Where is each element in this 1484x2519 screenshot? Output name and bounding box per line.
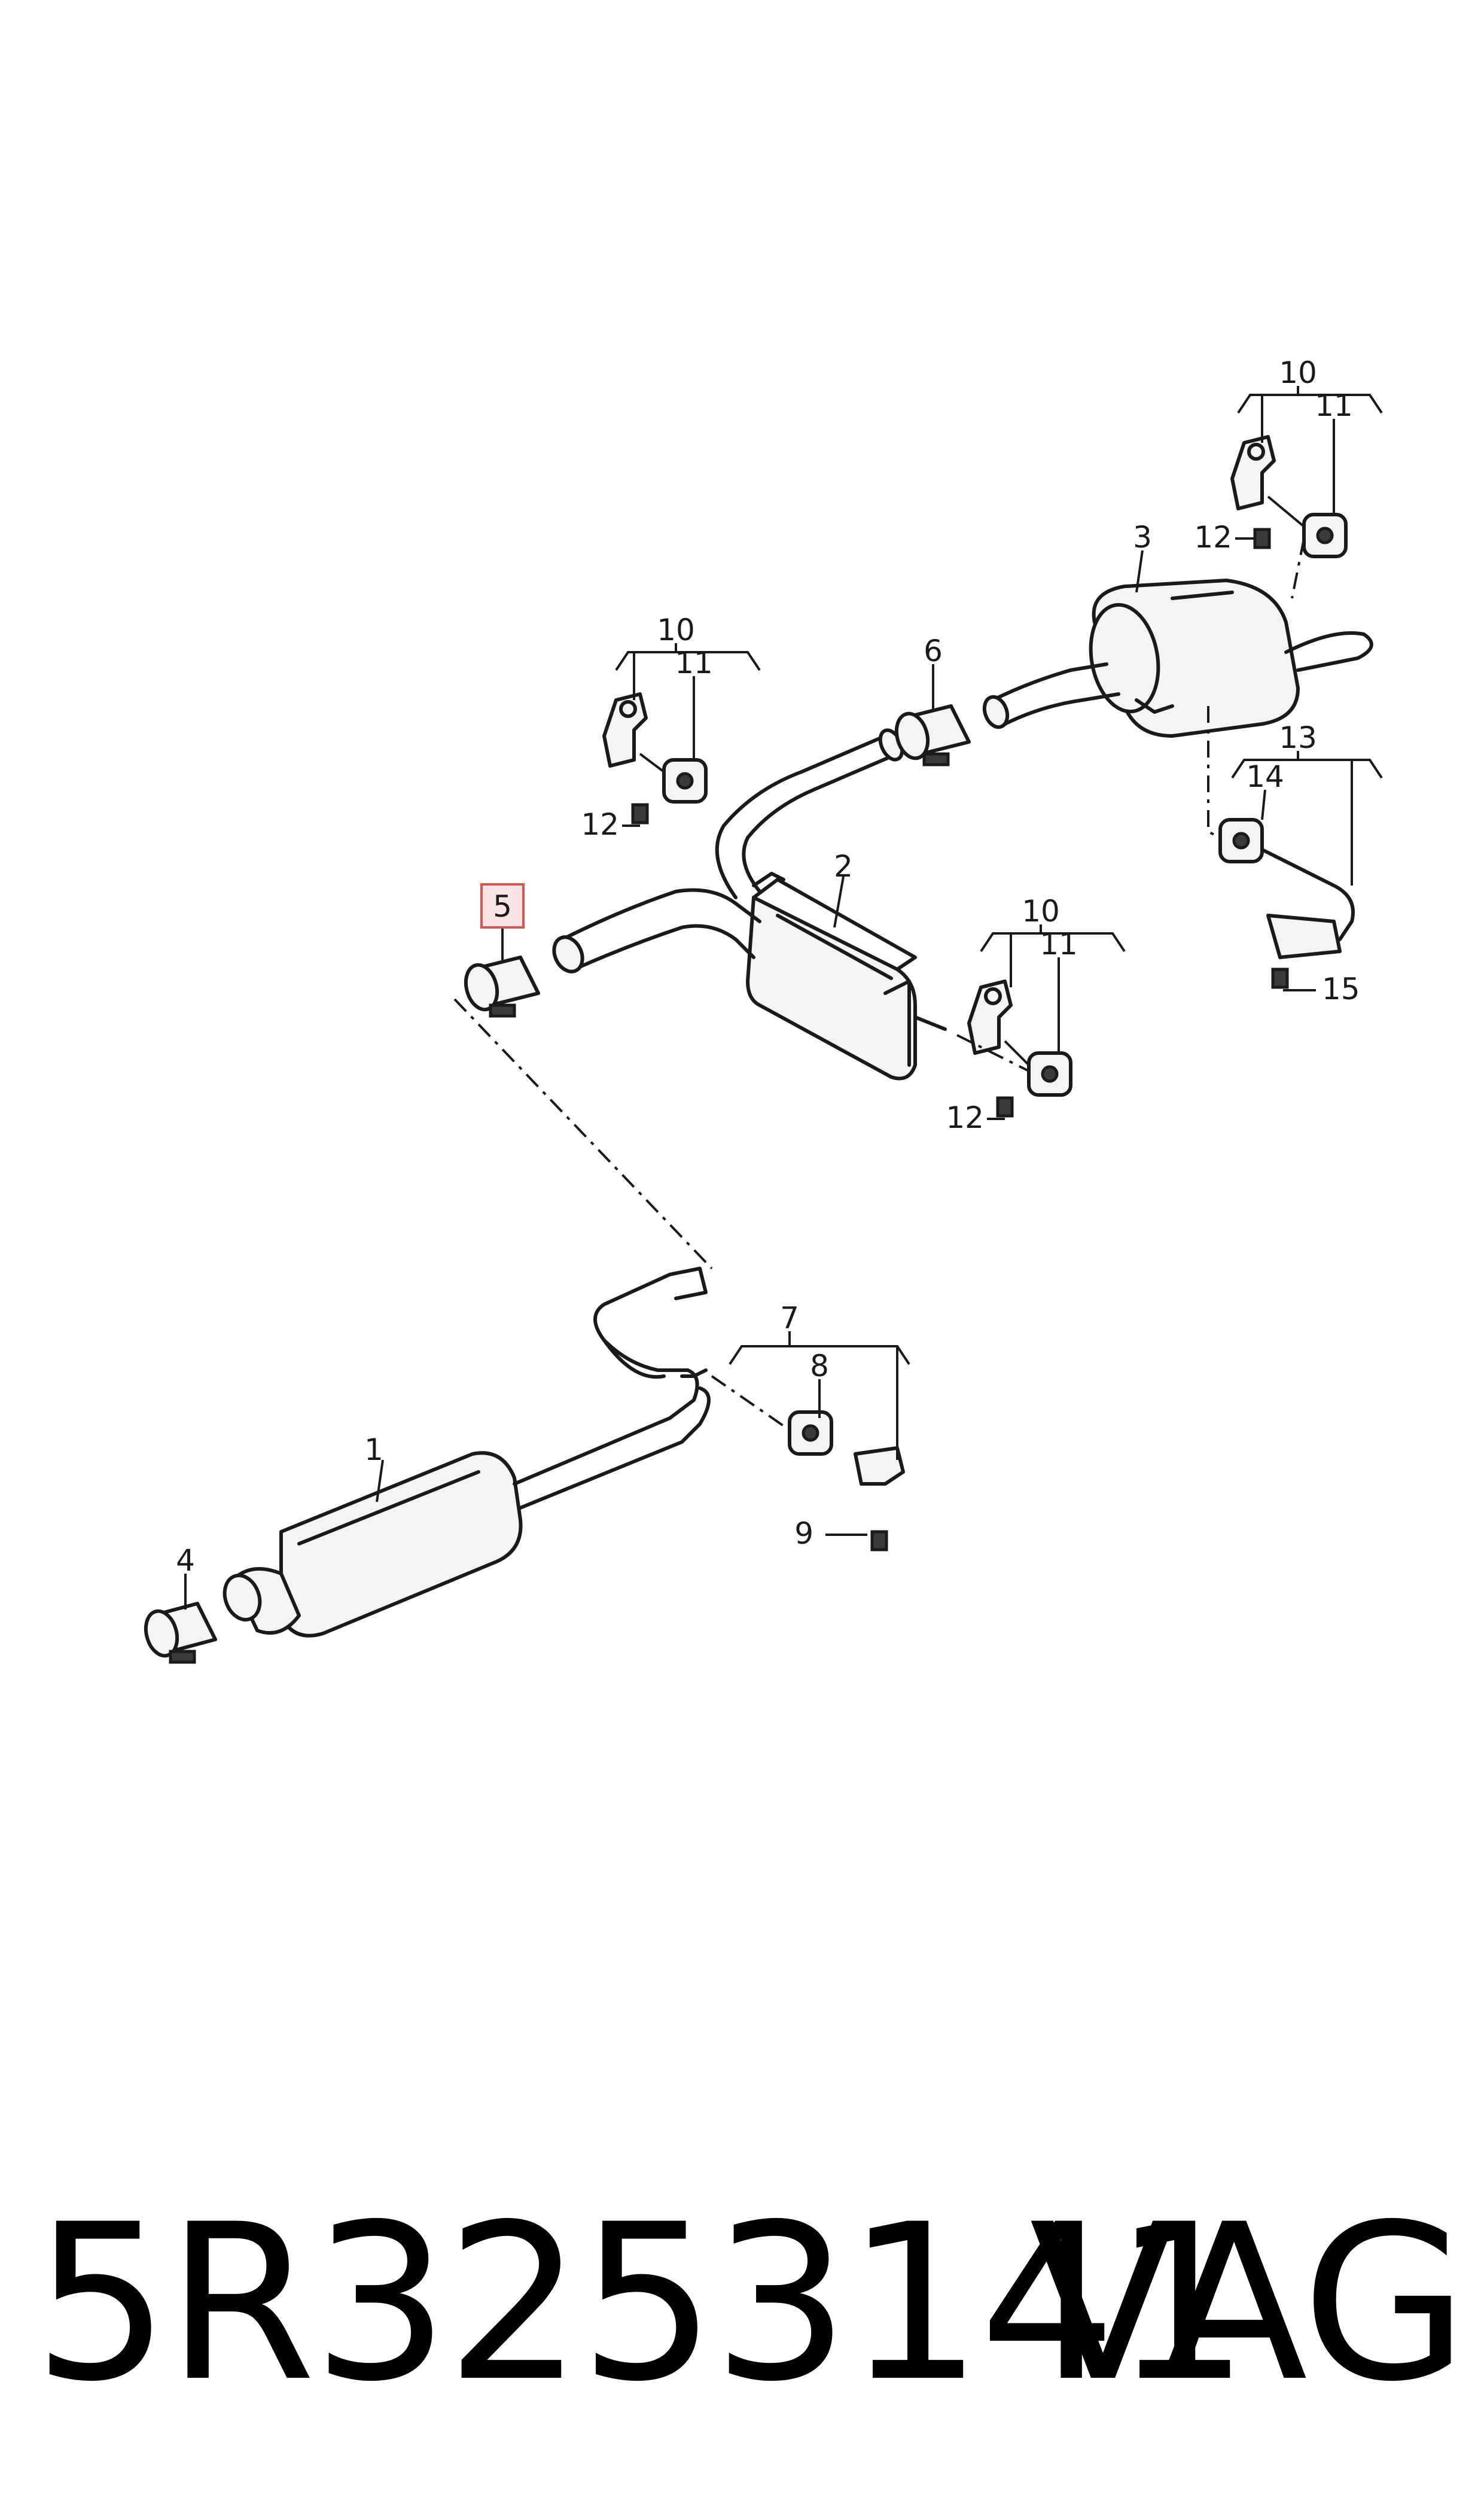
callout-1[interactable]: 1 [364,1432,383,1467]
hanger-group-middle-left [602,692,708,825]
connection-line-3 [956,1034,1029,1072]
callout-10-middle-right[interactable]: 10 [1022,894,1060,929]
callout-3[interactable]: 3 [1133,520,1152,555]
callout-8[interactable]: 8 [810,1349,829,1383]
callout-11-middle-left[interactable]: 11 [675,646,713,680]
footer: 5R3253141 VAG [0,2178,1484,2429]
callout-9[interactable]: 9 [794,1516,813,1551]
clamp-5 [464,956,540,1018]
callout-7[interactable]: 7 [780,1301,799,1335]
center-silencer [552,728,947,1081]
exhaust-system-diagram: 1 2 3 4 5 6 7 8 9 10 11 12 10 11 12 10 1… [144,355,1383,1664]
front-silencer [223,1267,711,1638]
callout-11-upper[interactable]: 11 [1315,388,1353,423]
hanger-group-13 [1218,818,1355,989]
callout-13[interactable]: 13 [1279,720,1317,755]
connection-line-5 [1291,538,1305,599]
callout-14[interactable]: 14 [1246,759,1284,794]
highlight-box-5 [480,883,525,929]
rear-silencer [982,579,1373,738]
clamp-4 [144,1602,217,1664]
callout-10-middle-left[interactable]: 10 [657,613,695,647]
callout-2[interactable]: 2 [834,849,853,884]
hanger-group-middle-right [967,979,1072,1118]
callout-6[interactable]: 6 [924,634,943,668]
callout-15[interactable]: 15 [1322,972,1360,1006]
callout-12-middle-right[interactable]: 12 [946,1100,984,1135]
callout-12-upper[interactable]: 12 [1194,520,1232,555]
hanger-group-upper-right [1230,435,1348,558]
callout-5[interactable]: 5 [493,889,512,924]
callout-12-middle-left[interactable]: 12 [581,807,619,842]
clamp-6 [894,704,971,766]
callout-4[interactable]: 4 [176,1543,195,1578]
part-number: 5R3253141 [33,2178,1250,2429]
connection-line-4 [1207,706,1221,839]
hanger-group-7 [788,1410,905,1551]
callout-10-upper[interactable]: 10 [1279,355,1317,390]
leader-lines [184,386,1383,1610]
connection-line-1 [453,998,713,1270]
callout-11-middle-right[interactable]: 11 [1040,927,1078,962]
connection-line-2 [711,1375,791,1431]
brand-name: VAG [1029,2178,1468,2429]
